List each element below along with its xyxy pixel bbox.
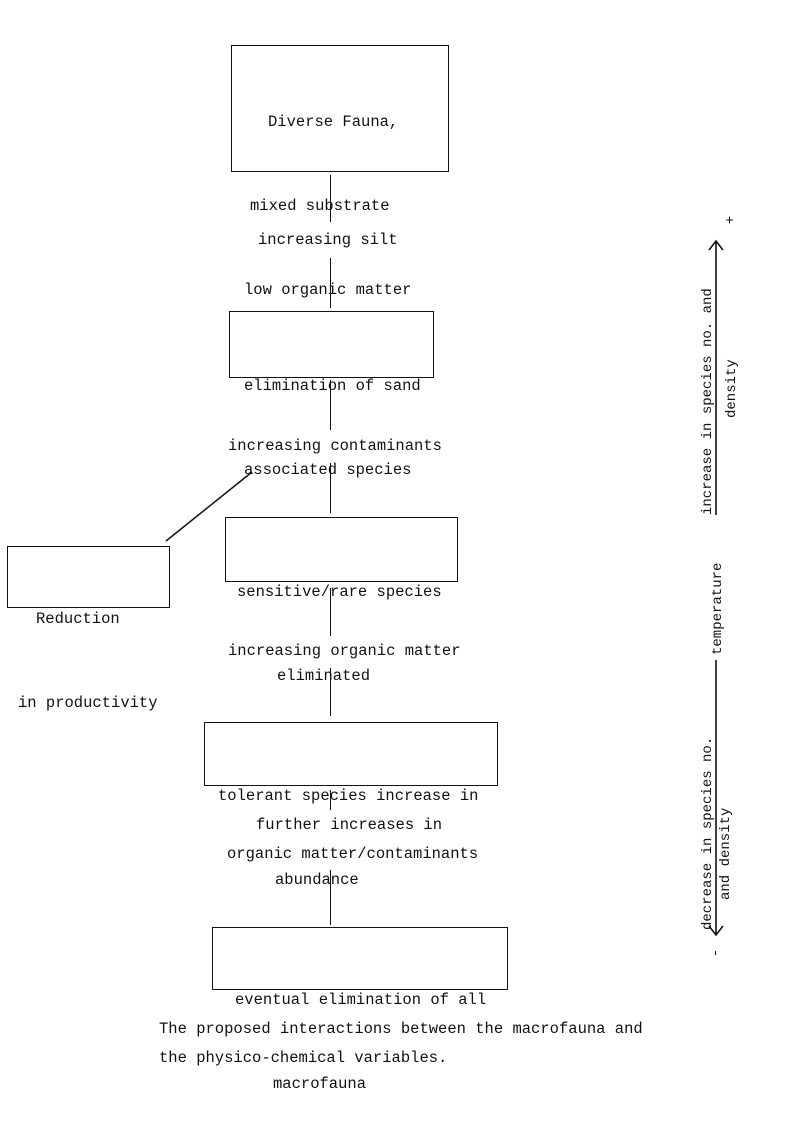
connector-line (330, 668, 331, 716)
axis-minus-label: - (708, 948, 725, 958)
node-line: macrofauna (273, 1075, 367, 1093)
transition-increasing-contaminants: increasing contaminants (228, 437, 442, 455)
node-line: eliminated (277, 667, 371, 685)
node-line: in productivity (18, 694, 158, 712)
node-productivity: Reduction in productivity (7, 546, 170, 712)
axis-lower-label-2: and density (718, 807, 734, 900)
connector-line (330, 463, 331, 513)
connector-line (330, 380, 331, 430)
transition-increasing-organic-matter: increasing organic matter (228, 642, 461, 660)
node-line: Diverse Fauna, (268, 113, 399, 131)
node-line: Reduction (36, 610, 120, 628)
connector-line (330, 790, 331, 810)
transition-further-increases-2: organic matter/contaminants (227, 845, 479, 863)
axis-lower-label-1: decrease in species no. (700, 736, 716, 930)
node-line: eventual elimination of all (235, 991, 487, 1009)
node-sand-species: elimination of sand associated species (229, 311, 434, 479)
connector-line (330, 588, 331, 636)
node-line: tolerant species increase in (218, 787, 479, 805)
node-line: mixed substrate (250, 197, 390, 215)
transition-further-increases-1: further increases in (256, 816, 443, 834)
arrow-down-icon (708, 925, 724, 937)
branch-line (165, 471, 253, 542)
axis-plus-label: + (723, 215, 740, 225)
axis-temperature-label: temperature (710, 562, 726, 655)
node-line: sensitive/rare species (237, 583, 442, 601)
node-tolerant-species: tolerant species increase in abundance (204, 722, 498, 889)
connector-line (330, 258, 331, 308)
node-line: low organic matter (244, 281, 412, 299)
caption-line-1: The proposed interactions between the ma… (159, 1020, 643, 1038)
node-sensitive-species: sensitive/rare species eliminated (225, 517, 458, 685)
arrow-up-icon (708, 239, 724, 251)
transition-increasing-silt: increasing silt (258, 231, 398, 249)
caption-line-2: the physico-chemical variables. (159, 1049, 448, 1067)
node-line: elimination of sand (244, 377, 421, 395)
axis-upper-label-2: density (724, 359, 740, 418)
node-diverse-fauna: Diverse Fauna, mixed substrate low organ… (231, 45, 449, 383)
node-all-macrofauna: eventual elimination of all macrofauna (212, 927, 508, 1093)
node-line: abundance (275, 871, 359, 889)
axis-upper-label-1: increase in species no. and (700, 288, 716, 515)
node-line: associated species (244, 461, 412, 479)
connector-line (330, 870, 331, 925)
connector-line (330, 175, 331, 222)
